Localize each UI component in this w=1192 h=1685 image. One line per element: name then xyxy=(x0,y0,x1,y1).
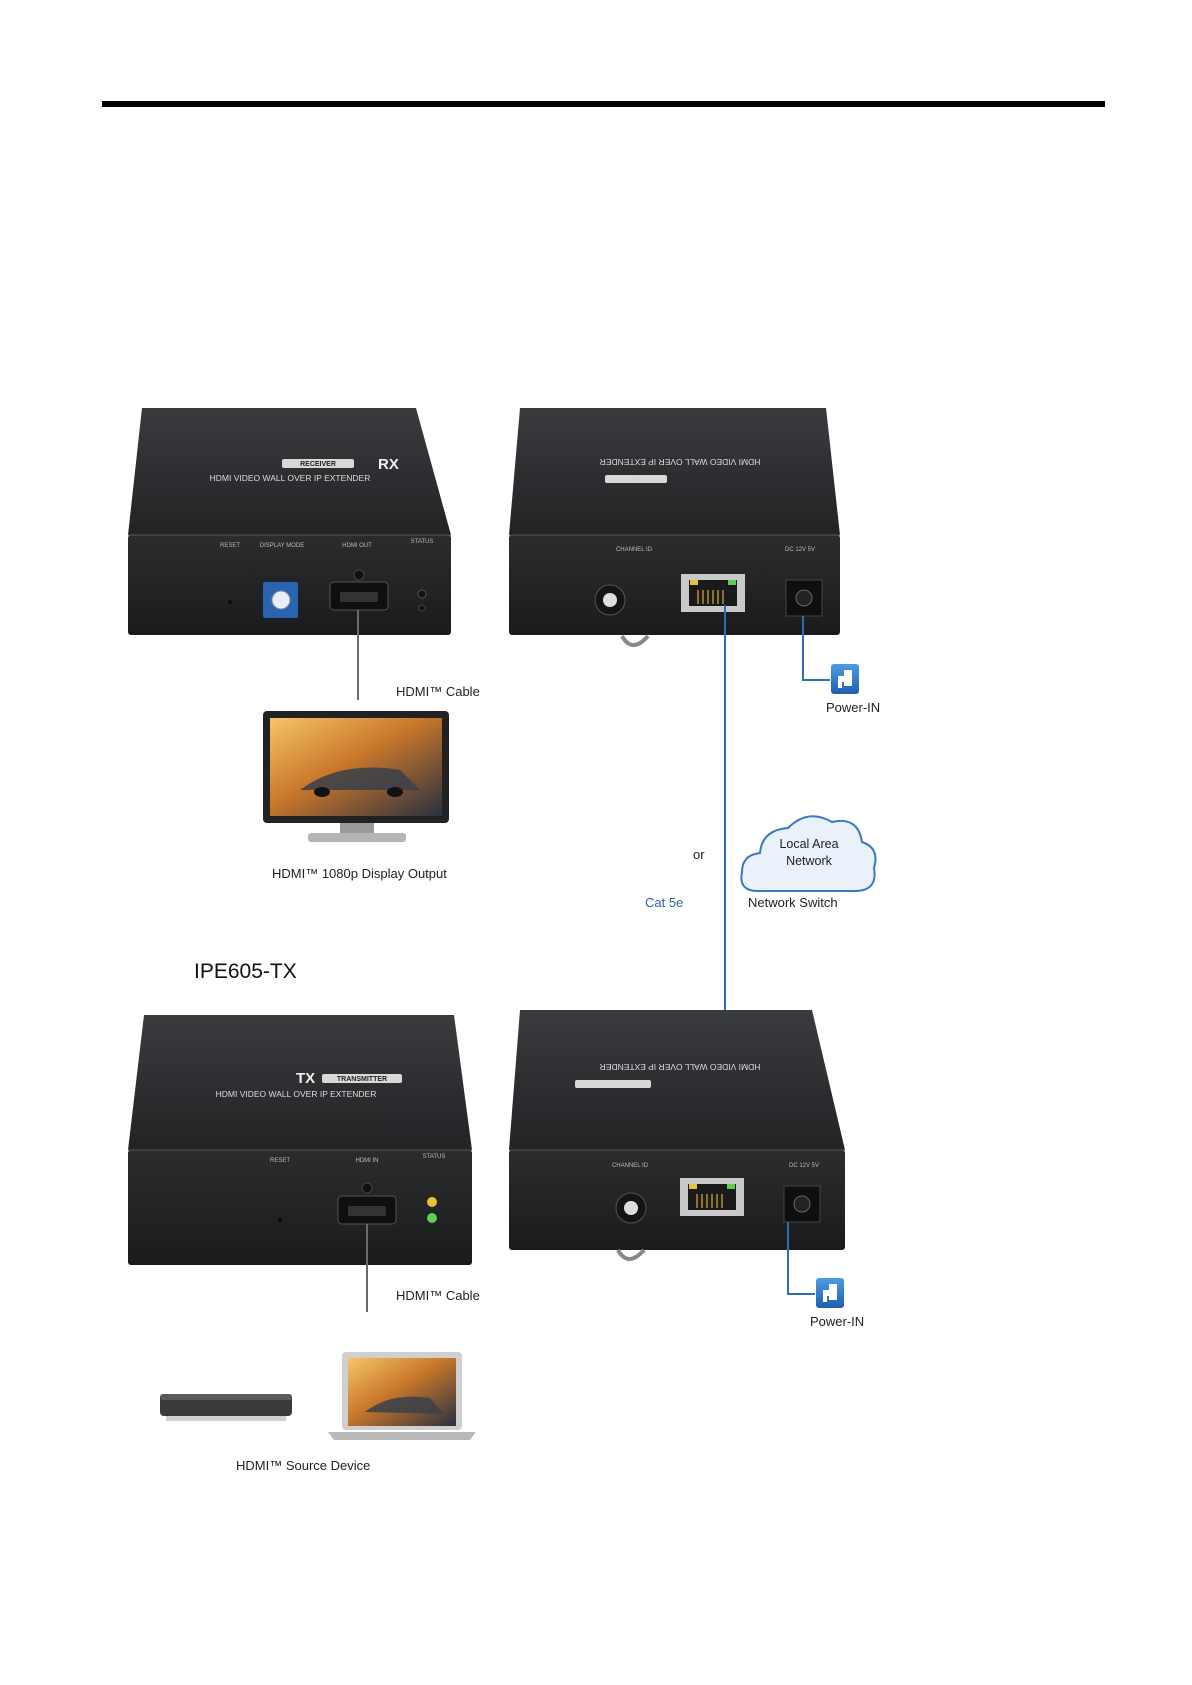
rx-hdmi-out-label: HDMI OUT xyxy=(342,543,372,549)
cloud-text: Local Area Network xyxy=(764,836,854,870)
tx-badge xyxy=(322,1074,402,1083)
rx-front-unit: RECEIVER RX HDMI VIDEO WALL OVER IP EXTE… xyxy=(128,408,451,635)
header-rule xyxy=(102,101,1105,107)
power-plug-icon xyxy=(816,1278,844,1308)
hdmi-cable-tx-label: HDMI™ Cable xyxy=(396,1288,480,1303)
rx-badge-text: RECEIVER xyxy=(300,461,336,468)
tx-power-line xyxy=(787,1222,815,1295)
rx-reset-label: RESET xyxy=(220,543,240,549)
power-plug-icon xyxy=(831,664,859,694)
media-player-icon xyxy=(160,1394,292,1421)
svg-text:HDMI VIDEO WALL OVER IP EXTEND: HDMI VIDEO WALL OVER IP EXTENDER xyxy=(600,457,761,467)
rx-power-line xyxy=(802,616,830,681)
rx-channel-id-label: CHANNEL ID xyxy=(616,547,653,553)
rx-dc-label: DC 12V 5V xyxy=(785,547,815,553)
cloud-line-2: Network xyxy=(786,854,832,868)
network-switch-label: Network Switch xyxy=(748,895,838,910)
laptop-icon xyxy=(328,1352,476,1440)
source-device-label: HDMI™ Source Device xyxy=(236,1458,371,1473)
tx-badge-text: TRANSMITTER xyxy=(337,1076,387,1083)
tx-reset-label: RESET xyxy=(270,1158,290,1164)
rx-status-label: STATUS xyxy=(411,539,434,545)
or-label: or xyxy=(693,847,705,862)
rx-badge xyxy=(282,459,354,468)
hdmi-cable-rx-label: HDMI™ Cable xyxy=(396,684,480,699)
tx-front-unit: TX TRANSMITTER HDMI VIDEO WALL OVER IP E… xyxy=(128,1015,472,1265)
display-output-label: HDMI™ 1080p Display Output xyxy=(272,866,447,881)
power-in-rx-label: Power-IN xyxy=(826,700,881,715)
tx-back-unit: HDMI VIDEO WALL OVER IP EXTENDER CHANNEL… xyxy=(509,1010,845,1261)
section-title: IPE605-TX xyxy=(194,960,297,983)
cloud-line-1: Local Area xyxy=(779,837,839,851)
tx-model-text: TX xyxy=(296,1070,315,1087)
rx-model-text: RX xyxy=(378,456,399,473)
tx-dc-label: DC 12V 5V xyxy=(789,1163,819,1169)
svg-text:HDMI VIDEO WALL OVER IP EXTEND: HDMI VIDEO WALL OVER IP EXTENDER xyxy=(600,1062,761,1072)
tx-status-label: STATUS xyxy=(423,1154,446,1160)
cloud-icon xyxy=(740,815,877,892)
tx-channel-id-label: CHANNEL ID xyxy=(612,1163,649,1169)
rx-product-name: HDMI VIDEO WALL OVER IP EXTENDER xyxy=(210,473,371,483)
rx-display-mode-label: DISPLAY MODE xyxy=(260,543,304,549)
tx-product-name: HDMI VIDEO WALL OVER IP EXTENDER xyxy=(216,1089,377,1099)
tx-hdmi-in-label: HDMI IN xyxy=(356,1158,379,1164)
power-in-tx-label: Power-IN xyxy=(810,1314,865,1329)
monitor-icon xyxy=(263,711,449,842)
rx-back-unit: HDMI VIDEO WALL OVER IP EXTENDER CHANNEL… xyxy=(509,408,840,647)
cat5e-label: Cat 5e xyxy=(645,895,684,910)
